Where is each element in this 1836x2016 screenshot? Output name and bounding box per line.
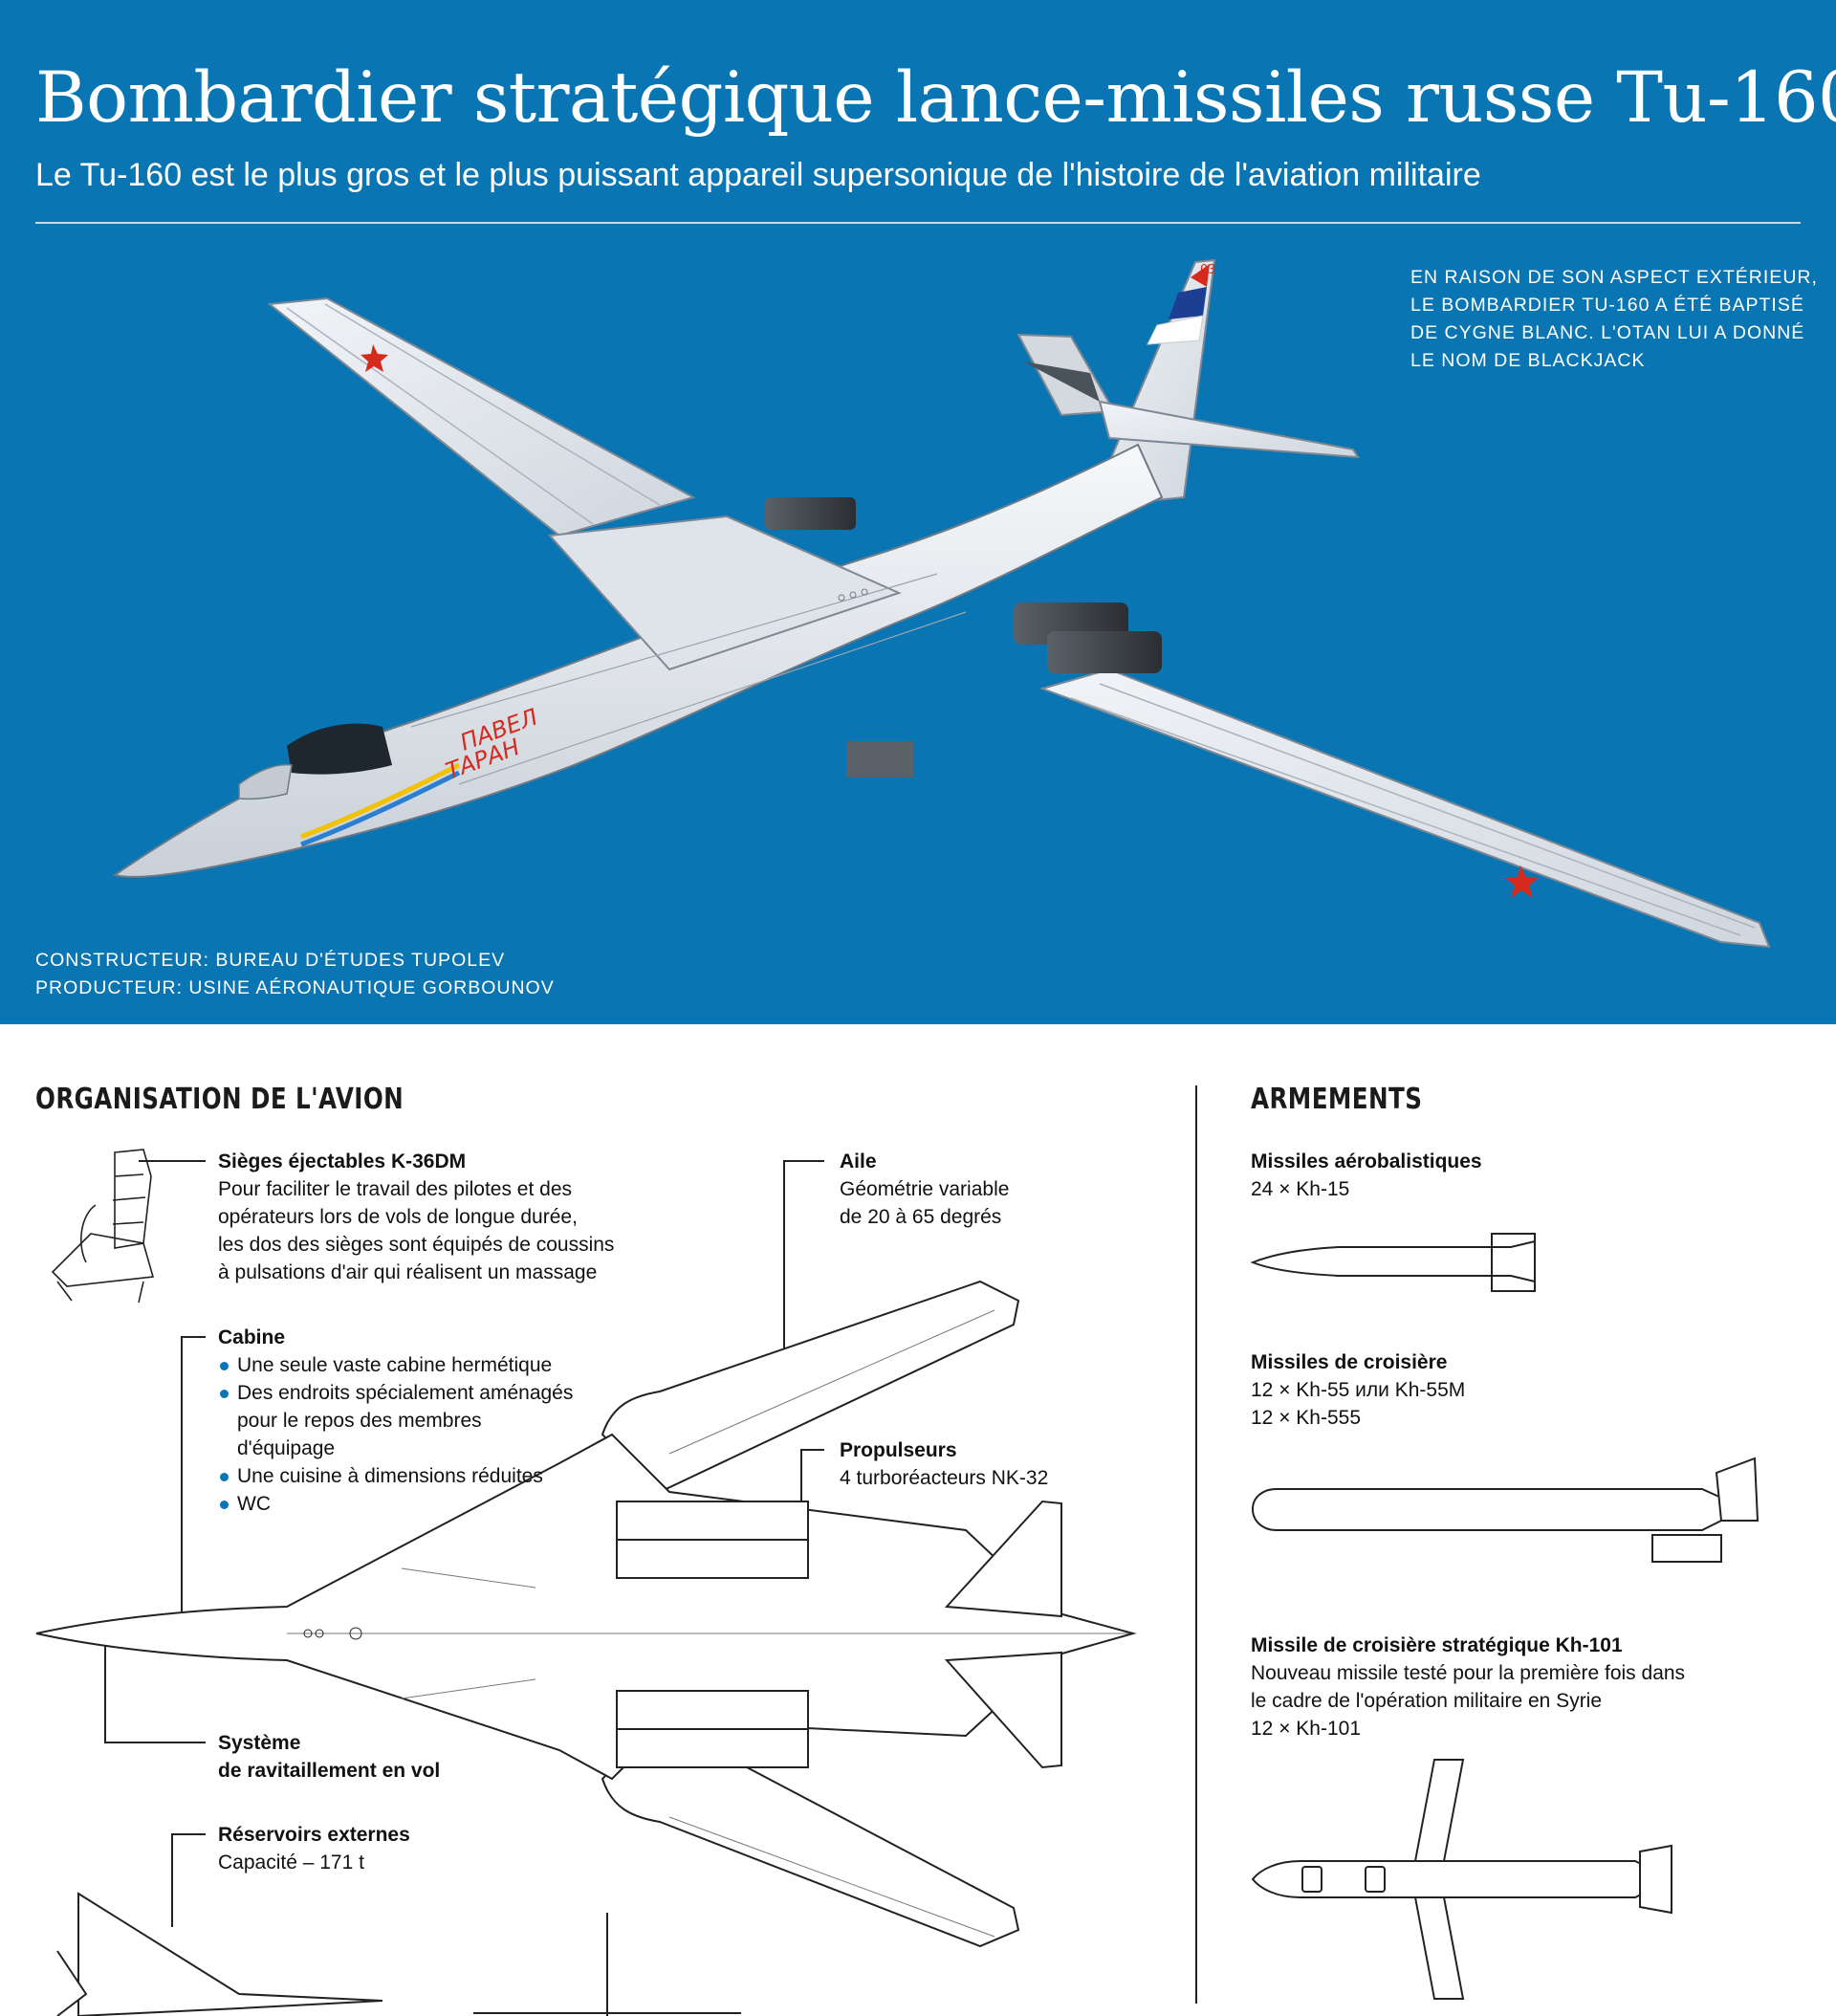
leader-engines: [800, 1449, 824, 1511]
engine-nacelle-near-2: [1047, 631, 1162, 673]
plan-engine-2: [616, 1539, 809, 1579]
plan-fuselage: [35, 1433, 1137, 1781]
credits: CONSTRUCTEUR: BUREAU D'ÉTUDES TUPOLEV PR…: [35, 947, 555, 1002]
header-divider: [35, 222, 1801, 224]
leader-cabin: [181, 1336, 206, 1611]
armements-title: ARMEMENTS: [1251, 1083, 1423, 1116]
cabin-feature: Une seule vaste cabine hermétique: [218, 1351, 581, 1379]
engines-text-line: 4 turboréacteurs NK-32: [840, 1467, 1049, 1489]
engine-nacelle-far: [765, 497, 856, 530]
wing-text-line: de 20 à 65 degrés: [840, 1206, 1002, 1228]
seats-text-line: Pour faciliter le travail des pilotes et…: [218, 1178, 573, 1200]
cruise-text-line: 12 × Kh-555: [1251, 1407, 1362, 1429]
wing-label: Aile Géométrie variable de 20 à 65 degré…: [840, 1148, 1146, 1231]
cruise-title: Missiles de croisière: [1251, 1351, 1448, 1373]
weapons-bay: [846, 741, 913, 778]
plan-engine-1: [616, 1501, 809, 1541]
constructor-credit: CONSTRUCTEUR: BUREAU D'ÉTUDES TUPOLEV: [35, 950, 506, 971]
front-view-drawing: [473, 1913, 741, 2016]
tanks-text-line: Capacité – 171 t: [218, 1852, 364, 1874]
cabin-feature: WC: [218, 1490, 581, 1518]
cabin-features-list: Une seule vaste cabine hermétique Des en…: [218, 1351, 581, 1518]
right-stabilizer: [1098, 400, 1360, 459]
cockpit-canopy: [287, 723, 392, 775]
aeroballistic-text-line: 24 × Kh-15: [1251, 1178, 1350, 1200]
kh101-drawing: [1251, 1759, 1672, 2000]
cabin-title: Cabine: [218, 1326, 286, 1348]
technical-drawings: [35, 1149, 1760, 2016]
plan-engine-4: [616, 1728, 809, 1768]
tanks-drawing: [56, 1892, 383, 2016]
page-subtitle: Le Tu-160 est le plus gros et le plus pu…: [35, 157, 1481, 193]
kh101-title: Missile de croisière stratégique Kh-101: [1251, 1634, 1623, 1656]
cabin-feature: Une cuisine à dimensions réduites: [218, 1462, 581, 1490]
aeroballistic-label: Missiles aérobalistiques 24 × Kh-15: [1251, 1148, 1786, 1203]
kh101-text-line: 12 × Kh-101: [1251, 1718, 1362, 1740]
plan-engine-3: [616, 1690, 809, 1730]
tanks-title: Réservoirs externes: [218, 1824, 410, 1846]
seats-text-line: à pulsations d'air qui réalisent un mass…: [218, 1261, 598, 1283]
leader-wing: [783, 1160, 824, 1394]
refuel-label: Système de ravitaillement en vol: [218, 1729, 562, 1785]
kh15-drawing: [1250, 1233, 1536, 1292]
left-wing: [267, 296, 696, 537]
page-title: Bombardier stratégique lance-missiles ru…: [35, 57, 1836, 139]
producer-credit: PRODUCTEUR: USINE AÉRONAUTIQUE GORBOUNOV: [35, 977, 555, 998]
cruise-label: Missiles de croisière 12 × Kh-55 или Kh-…: [1251, 1348, 1786, 1432]
seats-text-line: les dos des sièges sont équipés de couss…: [218, 1234, 615, 1256]
seats-text-line: opérateurs lors de vols de longue durée,: [218, 1206, 578, 1228]
red-star-icon: [1505, 866, 1539, 898]
wing-text-line: Géométrie variable: [840, 1178, 1010, 1200]
tanks-label: Réservoirs externes Capacité – 171 t: [218, 1821, 562, 1876]
organisation-title: ORGANISATION DE L'AVION: [35, 1083, 404, 1116]
cruise-text-line: 12 × Kh-55 или Kh-55M: [1251, 1379, 1466, 1401]
plan-view-drawing: [35, 1280, 1137, 1948]
aeroballistic-title: Missiles aérobalistiques: [1251, 1150, 1482, 1172]
plan-upper-wing: [601, 1280, 1020, 1494]
cabin-feature: Des endroits spécialement aménagés pour …: [218, 1379, 581, 1462]
ejection-seat-drawing: [51, 1149, 155, 1304]
engines-label: Propulseurs 4 turboréacteurs NK-32: [840, 1436, 1165, 1492]
wing-title: Aile: [840, 1150, 877, 1172]
kh55-drawing: [1251, 1457, 1760, 1563]
plan-tail-upper: [944, 1500, 1062, 1618]
right-wing: [1038, 668, 1771, 949]
tu160-illustration: 03 ПАВЕЛ ТАРАН: [112, 258, 1771, 949]
cabin-label: Cabine Une seule vaste cabine hermétique…: [218, 1324, 581, 1518]
kh101-text-line: le cadre de l'opération militaire en Syr…: [1251, 1690, 1603, 1712]
wing-glove: [547, 515, 902, 671]
seats-title: Sièges éjectables K-36DM: [218, 1150, 467, 1172]
plan-lower-wing: [601, 1720, 1020, 1948]
red-star-icon: [361, 344, 388, 372]
refuel-title-1: Système: [218, 1732, 301, 1754]
leader-tanks: [171, 1833, 206, 1927]
leader-refuel: [104, 1626, 206, 1743]
seats-label: Sièges éjectables K-36DM Pour faciliter …: [218, 1148, 658, 1286]
hero-banner: Bombardier stratégique lance-missiles ru…: [0, 0, 1836, 1024]
plan-tail-lower: [944, 1651, 1062, 1769]
kh101-label: Missile de croisière stratégique Kh-101 …: [1251, 1632, 1805, 1742]
kh101-text-line: Nouveau missile testé pour la première f…: [1251, 1662, 1686, 1684]
tail-code: 03: [1200, 263, 1216, 277]
nickname-note: EN RAISON DE SON ASPECT EXTÉRIEUR, LE BO…: [1410, 267, 1818, 371]
column-divider: [1195, 1085, 1197, 2004]
refuel-title-2: de ravitaillement en vol: [218, 1760, 441, 1782]
engines-title: Propulseurs: [840, 1439, 957, 1461]
